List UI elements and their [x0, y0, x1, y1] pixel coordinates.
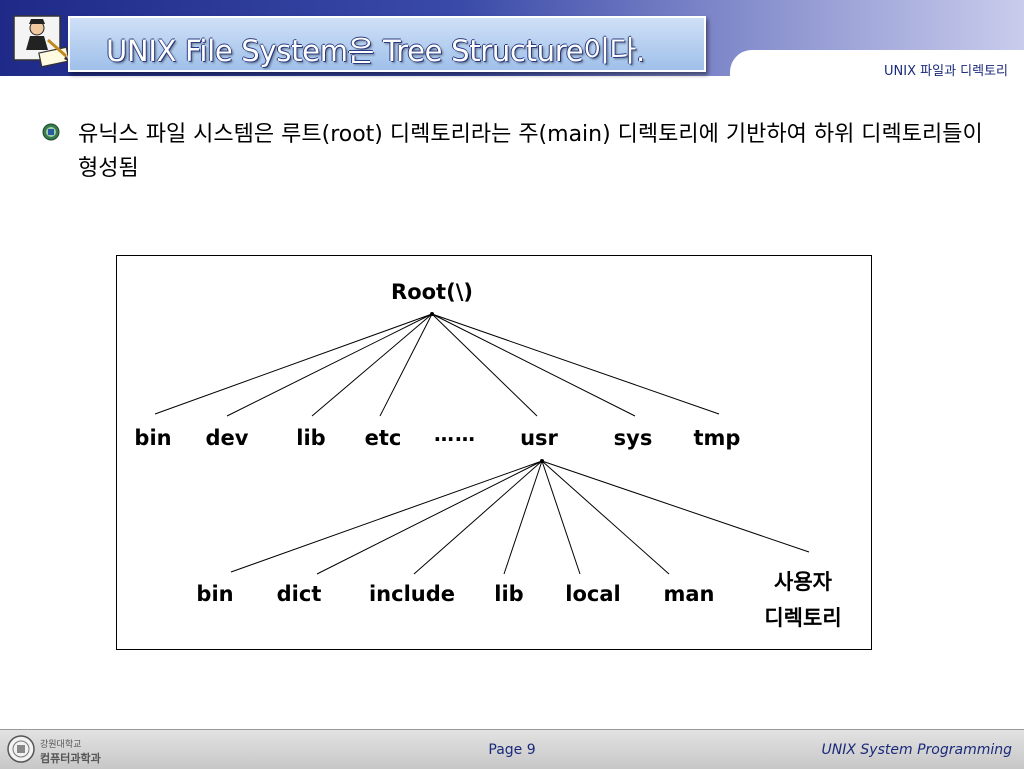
edge-root-tmp	[431, 313, 720, 415]
node-usr-lib: lib	[494, 582, 524, 606]
edge-root-dev	[226, 313, 433, 417]
tree-lines	[154, 312, 810, 575]
bullet-emblem-icon	[42, 123, 60, 141]
bullet-text: 유닉스 파일 시스템은 루트(root) 디렉토리라는 주(main) 디렉토리…	[78, 122, 983, 181]
edge-usr-userdir	[541, 460, 810, 553]
node-dev: dev	[205, 426, 249, 450]
edge-usr-man	[541, 460, 670, 575]
node-sys: sys	[613, 426, 653, 450]
title-box: UNIX File System은 Tree Structure이다.	[68, 16, 706, 72]
edge-usr-bin	[230, 460, 543, 573]
node-tmp: tmp	[693, 426, 741, 450]
edge-usr-dict	[316, 460, 543, 575]
teacher-icon	[13, 15, 70, 68]
edge-root-etc	[379, 313, 433, 417]
course-title: UNIX System Programming	[821, 742, 1012, 758]
logo-line1: 강원대학교	[40, 740, 82, 750]
node-usr-dict: dict	[276, 582, 322, 606]
edge-root-usr	[431, 313, 538, 417]
university-logo: 강원대학교 컴퓨터과학과	[4, 733, 104, 766]
tree-diagram: Root(\) bin dev lib etc …… usr sys tmp b…	[116, 255, 872, 650]
edge-root-sys	[431, 313, 636, 417]
page-number: Page 9	[488, 742, 536, 758]
edge-root-bin	[154, 313, 433, 415]
node-user-dir-line2: 디렉토리	[764, 606, 842, 630]
node-ellipsis: ……	[434, 422, 476, 446]
node-user-dir-line1: 사용자	[774, 570, 832, 594]
university-seal-icon	[7, 735, 35, 763]
node-usr-man: man	[663, 582, 715, 606]
node-etc: etc	[364, 426, 402, 450]
node-usr-bin: bin	[196, 582, 234, 606]
node-usr-local: local	[565, 582, 621, 606]
node-usr-include: include	[368, 582, 456, 606]
node-root: Root(\)	[391, 280, 473, 304]
slide-footer: 강원대학교 컴퓨터과학과 Page 9 UNIX System Programm…	[0, 729, 1024, 769]
header-tab	[730, 50, 1024, 84]
slide-title: UNIX File System은 Tree Structure이다.	[106, 34, 645, 68]
logo-line2: 컴퓨터과학과	[40, 752, 101, 765]
node-bin: bin	[134, 426, 172, 450]
node-lib: lib	[296, 426, 326, 450]
edge-usr-include	[413, 460, 543, 575]
slide-header: UNIX File System은 Tree Structure이다. UNIX…	[0, 0, 1024, 84]
edge-root-lib	[311, 313, 433, 417]
edge-usr-lib	[503, 460, 543, 575]
section-label: UNIX 파일과 디렉토리	[884, 64, 1008, 79]
edge-usr-local	[541, 460, 581, 575]
node-usr: usr	[520, 426, 558, 450]
